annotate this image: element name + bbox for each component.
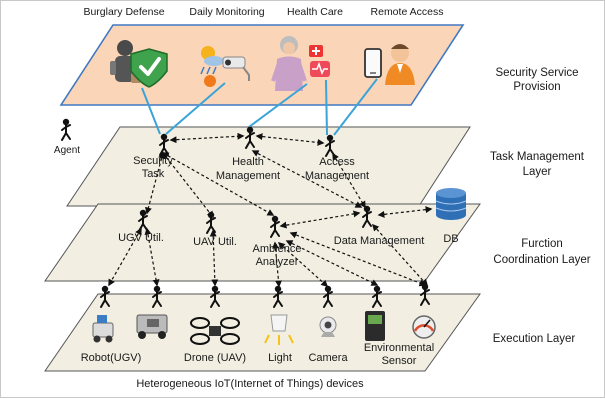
service-links [141, 78, 378, 136]
environmental-sensor-label-1: Environmental [364, 342, 434, 354]
medical-kit-icon [309, 45, 330, 77]
light-label: Light [268, 352, 292, 364]
task-management-layer-name-1: Task Management [490, 151, 585, 163]
agent-connections [108, 132, 433, 288]
uav-util-label: UAV Util. [193, 236, 237, 248]
remote-access-label: Remote Access [371, 6, 444, 18]
shield-check-icon [130, 48, 168, 88]
database-icon [435, 188, 467, 220]
security-camera-icon [222, 56, 250, 81]
smartphone-icon [364, 48, 382, 78]
webcam-icon [319, 316, 337, 337]
environmental-sensor-label-2: Sensor [382, 355, 417, 367]
agent-legend-figure [61, 117, 71, 141]
drone-uav-label: Drone (UAV) [184, 352, 246, 364]
data-management-label: Data Management [334, 235, 425, 247]
robot-ugv-icon [92, 315, 114, 343]
service-plane [59, 24, 465, 106]
health-management-label-2: Management [216, 170, 280, 182]
access-management-label-2: Management [305, 170, 369, 182]
task-plane [66, 126, 471, 207]
footer-caption: Heterogeneous IoT(Internet of Things) de… [136, 378, 364, 390]
ugv-util-label: UGV Util. [118, 232, 164, 244]
drone-icon [190, 317, 240, 345]
light-bulb-icon [264, 314, 294, 345]
task-management-layer-name-2: Layer [523, 166, 552, 178]
agent-label: Agent [54, 145, 80, 156]
burglary-defense-label: Burglary Defense [83, 6, 164, 18]
security-service-layer-name-2: Provision [513, 81, 560, 93]
function-layer-name-2: Coordination Layer [493, 254, 590, 266]
db-label: DB [443, 233, 458, 245]
access-management-label-1: Access [319, 156, 355, 168]
security-service-layer-name-1: Security Service [495, 67, 578, 79]
health-care-label: Health Care [287, 6, 343, 18]
security-task-label-1: Security [133, 155, 173, 167]
remote-user-icon [385, 44, 415, 85]
gauge-icon [412, 315, 436, 339]
camera-label: Camera [308, 352, 348, 364]
environmental-sensor-icon [365, 311, 385, 341]
security-task-label-2: Task [142, 168, 165, 180]
function-layer-name-1: Furction [521, 238, 563, 250]
robot-kit-icon [136, 314, 168, 339]
health-management-label-1: Health [232, 156, 264, 168]
robot-ugv-label: Robot(UGV) [81, 352, 142, 364]
elderly-person-icon [271, 36, 307, 91]
ambience-label-1: Ambience [253, 243, 302, 255]
sun-rain-icon [200, 46, 224, 87]
ambience-label-2: Analyzer [256, 256, 299, 268]
daily-monitoring-label: Daily Monitoring [189, 6, 264, 18]
execution-layer-name: Execution Layer [493, 333, 576, 345]
